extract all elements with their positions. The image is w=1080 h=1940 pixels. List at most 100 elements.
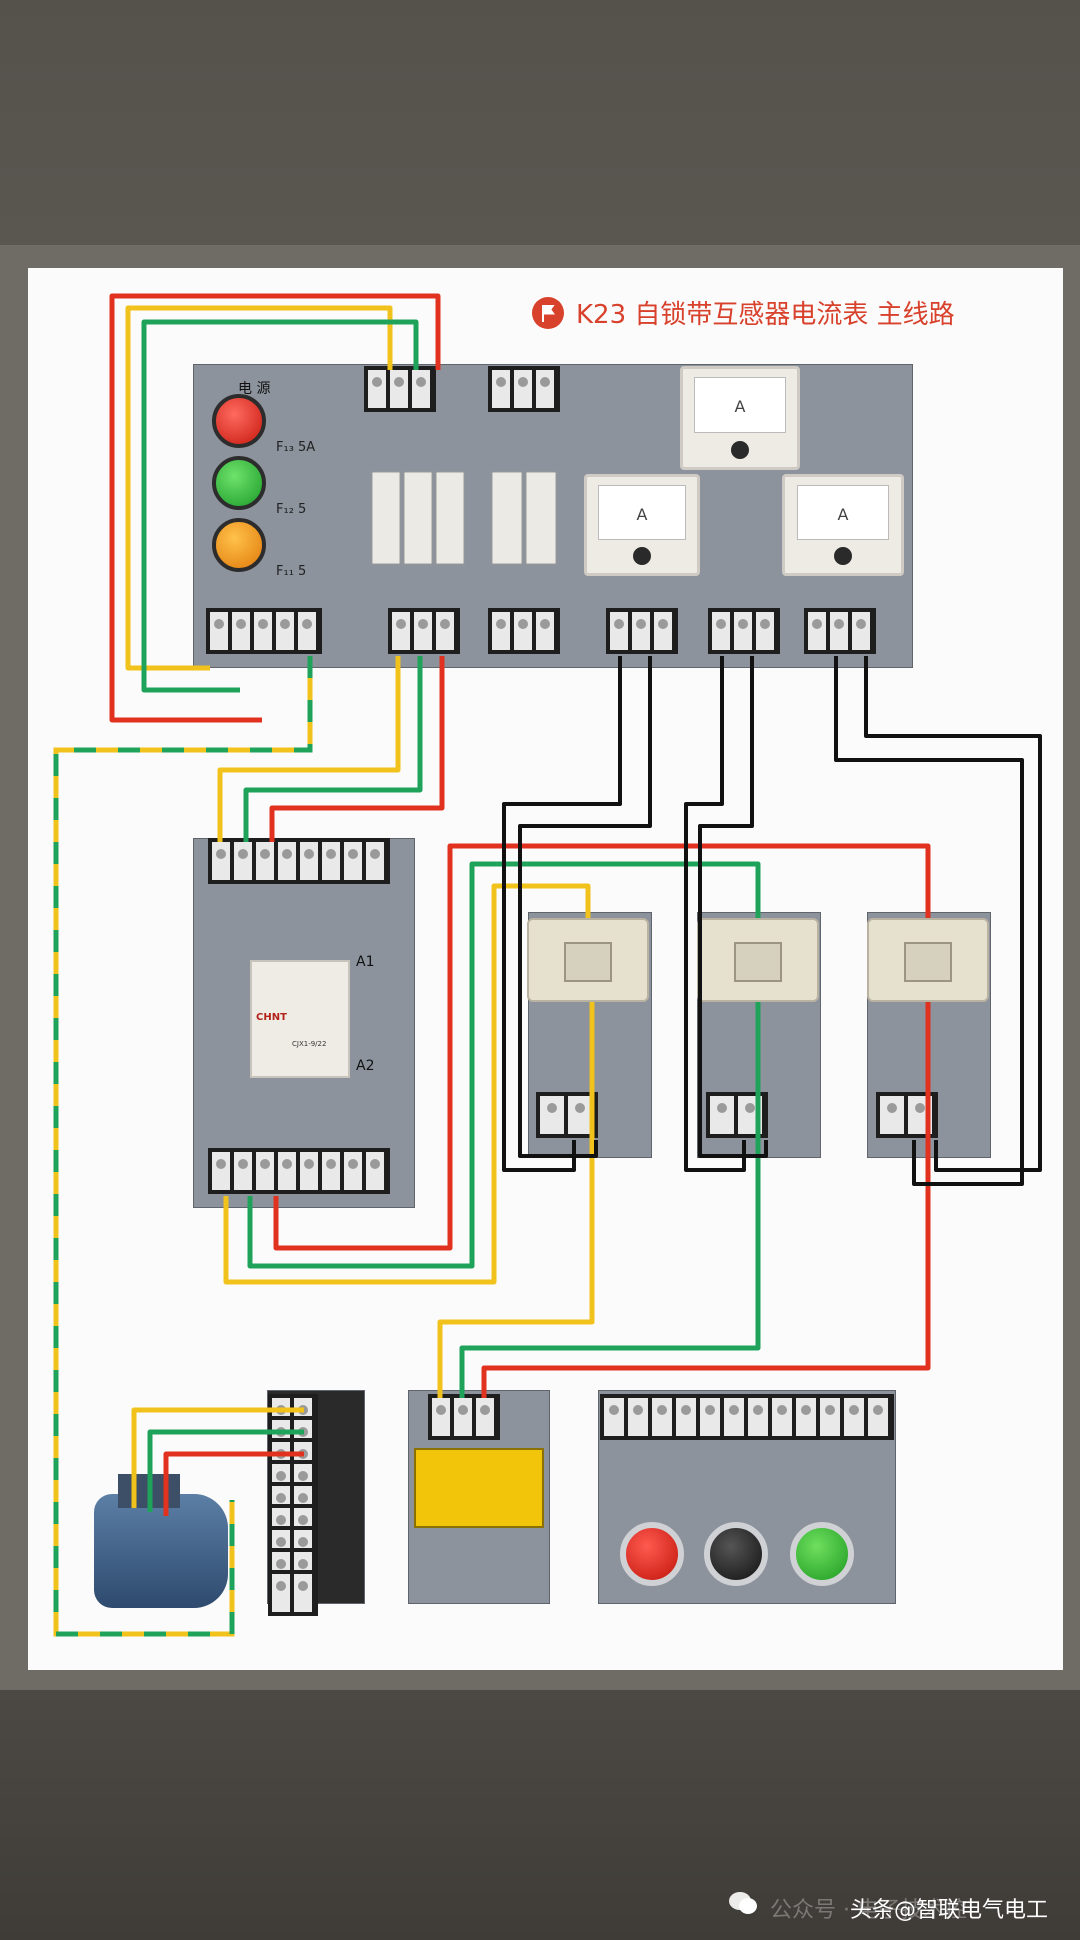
cabinet-bottom-frame bbox=[0, 1690, 1080, 1940]
terminal-block-meter-1-cell bbox=[610, 612, 628, 650]
terminal-block-meter-3-screw bbox=[856, 619, 866, 629]
watermark-author: 头条@智联电气电工 bbox=[849, 1898, 1048, 1923]
terminal-block-contactor-top-screw bbox=[282, 849, 292, 859]
motor-terminal-row-screw bbox=[298, 1537, 308, 1547]
motor-terminal-row-screw bbox=[298, 1471, 308, 1481]
terminal-block-top-2-cell bbox=[536, 370, 554, 408]
thermal-overload-relay bbox=[414, 1448, 544, 1528]
terminal-block-meter-1-screw bbox=[636, 619, 646, 629]
terminal-block-meter-3-cell bbox=[808, 612, 826, 650]
terminal-block-buttons-screw bbox=[753, 1405, 763, 1415]
terminal-block-buttons-screw bbox=[633, 1405, 643, 1415]
wire-l3-contactor bbox=[269, 656, 445, 842]
wire-l2-to-ct bbox=[247, 861, 761, 1269]
motor-terminal-row-screw bbox=[298, 1515, 308, 1525]
terminal-block-top-2-cell bbox=[492, 370, 510, 408]
terminal-block-buttons-cell bbox=[772, 1398, 792, 1436]
terminal-block-contactor-top-cell bbox=[278, 842, 296, 880]
terminal-block-contactor-bottom-screw bbox=[216, 1159, 226, 1169]
terminal-block-meter-1-cell bbox=[654, 612, 672, 650]
terminal-block-buttons-screw bbox=[729, 1405, 739, 1415]
terminal-block-contactor-top-cell bbox=[300, 842, 318, 880]
yellow-indicator-lamp bbox=[212, 518, 266, 572]
terminal-block-buttons-cell bbox=[676, 1398, 696, 1436]
terminal-block-contactor-top-cell bbox=[234, 842, 252, 880]
terminal-block-contactor-bottom-cell bbox=[278, 1152, 296, 1190]
current-transformer-1 bbox=[527, 918, 649, 1002]
ct-terminal-1-cell bbox=[568, 1096, 592, 1134]
contactor-body bbox=[250, 960, 350, 1078]
terminal-block-meter-1-cell bbox=[632, 612, 650, 650]
terminal-block-meter-1-screw bbox=[658, 619, 668, 629]
terminal-block-contactor-top-screw bbox=[304, 849, 314, 859]
terminal-block-mid-2-screw bbox=[496, 619, 506, 629]
wire-ct2-return bbox=[698, 656, 768, 1158]
terminal-block-meter-1-screw bbox=[614, 619, 624, 629]
wire-l1-to-ct bbox=[223, 883, 591, 1285]
earth-wire bbox=[53, 656, 313, 1637]
terminal-block-power-out-screw bbox=[302, 619, 312, 629]
terminal-block-buttons-cell bbox=[604, 1398, 624, 1436]
green-start-button[interactable] bbox=[790, 1522, 854, 1586]
terminal-block-mid-1-screw bbox=[418, 619, 428, 629]
terminal-block-relay-in-screw bbox=[458, 1405, 468, 1415]
red-stop-button[interactable] bbox=[620, 1522, 684, 1586]
terminal-block-mid-2-screw bbox=[518, 619, 528, 629]
terminal-block-buttons-screw bbox=[825, 1405, 835, 1415]
black-button[interactable] bbox=[704, 1522, 768, 1586]
terminal-block-meter-2-cell bbox=[756, 612, 774, 650]
terminal-block-meter-2-screw bbox=[716, 619, 726, 629]
motor-terminal-row-screw bbox=[298, 1559, 308, 1569]
terminal-block-contactor-top-cell bbox=[366, 842, 384, 880]
terminal-block-mid-1-screw bbox=[396, 619, 406, 629]
terminal-block-buttons-cell bbox=[820, 1398, 840, 1436]
terminal-block-power-out-cell bbox=[254, 612, 272, 650]
green-indicator-lamp bbox=[212, 456, 266, 510]
motor-terminal-row-screw bbox=[276, 1493, 286, 1503]
terminal-block-power-out-cell bbox=[276, 612, 294, 650]
power-label: 电 源 bbox=[238, 381, 271, 397]
ct-terminal-3-cell bbox=[880, 1096, 904, 1134]
terminal-block-meter-3-cell bbox=[852, 612, 870, 650]
terminal-block-contactor-bottom-screw bbox=[238, 1159, 248, 1169]
terminal-block-buttons-screw bbox=[657, 1405, 667, 1415]
wire-l1-supply bbox=[125, 305, 393, 671]
terminal-block-contactor-top-screw bbox=[370, 849, 380, 859]
contactor-brand: CHNT bbox=[256, 1012, 287, 1023]
wire-l2-to-relay bbox=[459, 1002, 761, 1398]
terminal-block-contactor-top-screw bbox=[238, 849, 248, 859]
ct-terminal-2-screw bbox=[745, 1103, 755, 1113]
terminal-block-buttons-screw bbox=[873, 1405, 883, 1415]
terminal-block-contactor-top-cell bbox=[344, 842, 362, 880]
terminal-block-contactor-top-screw bbox=[216, 849, 226, 859]
terminal-block-buttons-cell bbox=[628, 1398, 648, 1436]
terminal-block-meter-2-cell bbox=[734, 612, 752, 650]
terminal-block-buttons-cell bbox=[868, 1398, 888, 1436]
terminal-block-top-1-screw bbox=[394, 377, 404, 387]
coil-a1-label: A1 bbox=[356, 954, 375, 970]
ammeter-right: A bbox=[782, 474, 904, 576]
terminal-block-top-1-cell bbox=[390, 370, 408, 408]
title-text: K23 自锁带互感器电流表 主线路 bbox=[576, 300, 955, 330]
wechat-icon bbox=[729, 1892, 757, 1914]
terminal-block-power-out-cell bbox=[210, 612, 228, 650]
terminal-block-contactor-bottom-cell bbox=[344, 1152, 362, 1190]
motor-terminal-row-screw bbox=[276, 1581, 286, 1591]
terminal-block-top-1-screw bbox=[416, 377, 426, 387]
wire-l3-to-relay bbox=[481, 1002, 931, 1398]
terminal-block-mid-2-cell bbox=[514, 612, 532, 650]
terminal-block-buttons-cell bbox=[724, 1398, 744, 1436]
terminal-block-mid-2-screw bbox=[540, 619, 550, 629]
ct-terminal-1-screw bbox=[547, 1103, 557, 1113]
terminal-block-contactor-bottom-cell bbox=[322, 1152, 340, 1190]
terminal-block-meter-2-cell bbox=[712, 612, 730, 650]
terminal-block-buttons-screw bbox=[777, 1405, 787, 1415]
terminal-block-contactor-bottom-cell bbox=[234, 1152, 252, 1190]
ct-terminal-1-screw bbox=[575, 1103, 585, 1113]
terminal-block-power-out-screw bbox=[214, 619, 224, 629]
terminal-block-contactor-bottom-screw bbox=[348, 1159, 358, 1169]
terminal-block-buttons-screw bbox=[681, 1405, 691, 1415]
terminal-block-relay-in-cell bbox=[432, 1398, 450, 1436]
circuit-breaker bbox=[491, 471, 523, 565]
